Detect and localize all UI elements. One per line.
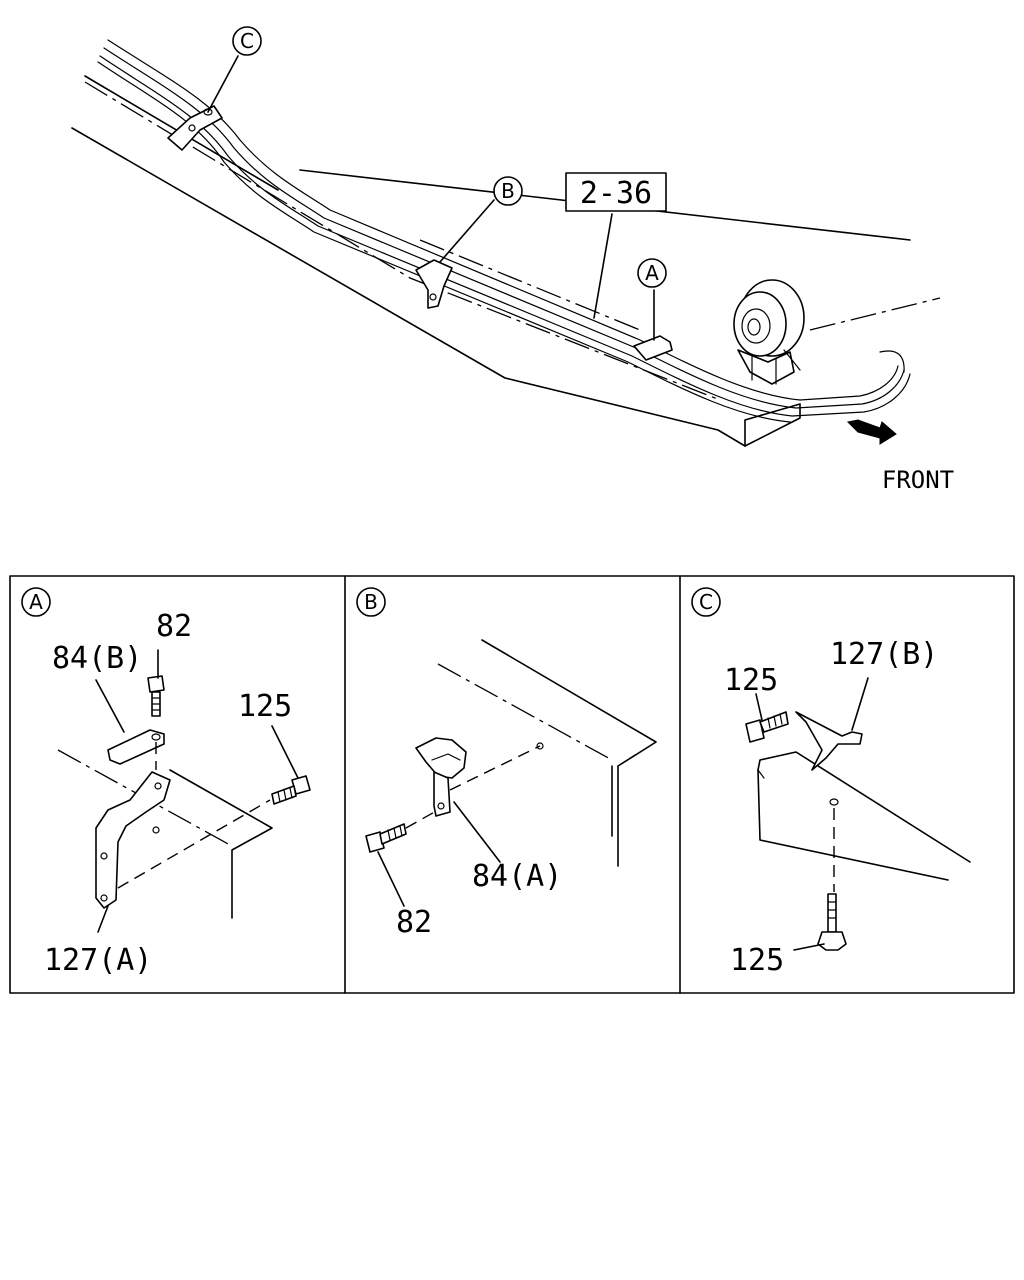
- bolt-82-b-icon: [365, 823, 407, 853]
- label-125-bottom: 125: [730, 943, 784, 978]
- frame-rail-centerline: [84, 81, 721, 401]
- bolt-125-icon: [271, 775, 311, 805]
- label-125-top: 125: [724, 663, 778, 698]
- svg-text:A: A: [29, 590, 43, 614]
- bolt-82-icon: [147, 675, 165, 717]
- label-127b: 127(B): [830, 637, 938, 672]
- leader-c: [207, 55, 239, 113]
- badge-c: C: [691, 587, 721, 617]
- svg-text:C: C: [240, 29, 254, 53]
- main-view: C B A 2-36 FRONT: [71, 26, 954, 494]
- label-84a: 84(A): [472, 859, 562, 894]
- label-82: 82: [156, 609, 192, 644]
- svg-text:C: C: [699, 590, 713, 614]
- bracket-127b: [795, 711, 863, 771]
- callout-b: B: [493, 176, 523, 206]
- callout-a: A: [637, 258, 667, 288]
- label-84b: 84(B): [52, 641, 142, 676]
- badge-b: B: [356, 587, 386, 617]
- label-82-b: 82: [396, 905, 432, 940]
- svg-text:A: A: [645, 261, 659, 285]
- frame-rail-lower-edge: [71, 127, 746, 447]
- badge-a: A: [21, 587, 51, 617]
- label-125: 125: [238, 689, 292, 724]
- bolt-125-bottom-icon: [817, 893, 847, 951]
- bracket-127a: [95, 771, 171, 909]
- leader-2-36: [593, 213, 613, 319]
- detail-c: C 125 127(B) 125: [691, 587, 971, 978]
- detail-panels: [9, 575, 1015, 994]
- clip-c: [167, 105, 223, 151]
- clip-b: [415, 259, 453, 309]
- bolt-125-top-icon: [745, 711, 789, 743]
- clip-84a: [415, 737, 467, 817]
- svg-text:B: B: [501, 179, 515, 203]
- callout-c: C: [232, 26, 262, 56]
- svg-text:2-36: 2-36: [580, 176, 652, 211]
- front-arrow-icon: [846, 419, 897, 445]
- ref-box-2-36[interactable]: 2-36: [565, 172, 667, 212]
- frame-rail-far-centerline: [419, 239, 941, 331]
- svg-text:B: B: [364, 590, 378, 614]
- detail-a: A 82 84(B): [21, 587, 311, 978]
- label-127a: 127(A): [44, 943, 152, 978]
- detail-frame: [9, 575, 1015, 994]
- clip-84b: [107, 729, 165, 765]
- front-label: FRONT: [882, 466, 954, 494]
- frame-rail-end: [744, 403, 801, 447]
- detail-b: B 82 84(A): [356, 587, 657, 940]
- clip-a: [633, 335, 673, 361]
- reel-drum: [733, 279, 805, 385]
- leader-b: [439, 199, 495, 263]
